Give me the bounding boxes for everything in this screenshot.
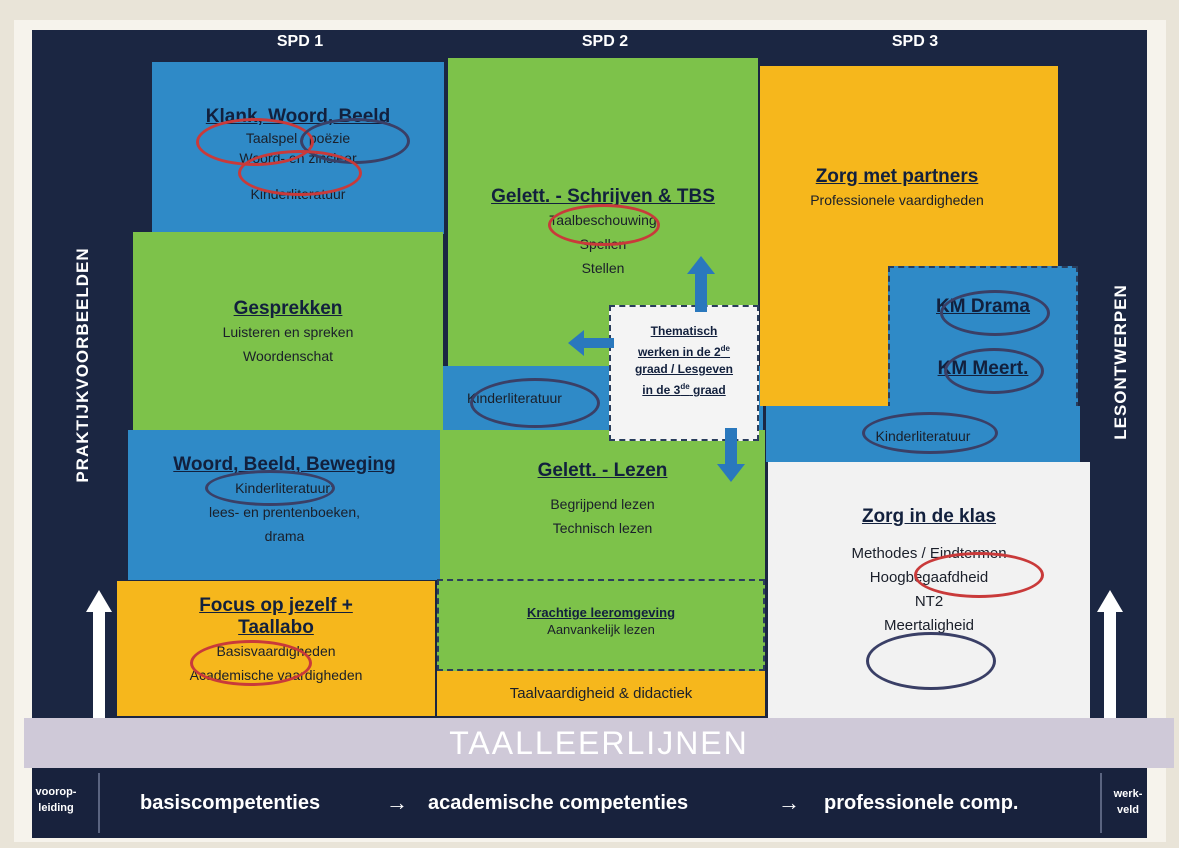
block-line: Meertaligheid	[883, 617, 975, 634]
marker-circle-red	[548, 204, 660, 246]
bottom-divider	[98, 773, 100, 833]
header-spd1: SPD 1	[276, 33, 324, 50]
note-line: Thematisch	[650, 324, 718, 338]
block-line: Luisteren en spreken	[222, 324, 354, 340]
block-line: drama	[264, 528, 305, 544]
block-taalvaardigheid: Taalvaardigheid & didactiek	[437, 671, 765, 716]
block-title: Woord, Beeld, Beweging	[173, 454, 396, 475]
note-sup: de	[720, 344, 731, 353]
bottom-text: veld	[1116, 804, 1139, 816]
block-line: Technisch lezen	[552, 520, 653, 536]
bottom-academische: academische competenties	[428, 792, 689, 814]
marker-circle-red	[190, 640, 312, 686]
note-text: werken in de 2	[637, 345, 721, 359]
block-line: Aanvankelijk lezen	[547, 622, 655, 637]
block-line: Taalvaardigheid & didactiek	[509, 685, 693, 702]
note-line: werken in de 2de	[611, 340, 757, 361]
marker-circle-navy	[470, 378, 600, 428]
note-sup: de	[680, 382, 690, 391]
bottom-werkveld: werk- veld	[1108, 786, 1148, 818]
note-text: in de 3	[642, 383, 681, 397]
note-line: graad / Lesgeven	[634, 362, 734, 376]
marker-circle-navy	[944, 348, 1044, 394]
side-label-left: PRAKTIJKVOORBEELDEN	[73, 247, 92, 483]
block-title: Zorg met partners	[815, 166, 979, 187]
note-text: graad	[693, 383, 726, 397]
block-title: Gelett. - Schrijven & TBS	[491, 186, 715, 207]
block-content: Zorg met partners Professionele vaardigh…	[760, 166, 1034, 212]
bottom-divider	[1100, 773, 1102, 833]
bottom-bar	[32, 768, 1147, 838]
block-title: Gelett. - Lezen	[537, 460, 668, 481]
header-spd2: SPD 2	[581, 33, 629, 50]
note-thematisch-werken: Thematisch werken in de 2de graad / Lesg…	[609, 305, 759, 441]
arrow-up-blue-icon	[687, 256, 715, 312]
arrow-up-right-icon	[1097, 590, 1123, 720]
bottom-text: leiding	[38, 802, 74, 814]
bottom-arrow: →	[778, 790, 800, 815]
note-line: in de 3de graad	[611, 378, 757, 399]
block-title-2: Taallabo	[238, 617, 314, 638]
side-label-right: LESONTWERPEN	[1111, 284, 1130, 440]
marker-circle-navy	[205, 470, 335, 506]
marker-circle-red	[238, 150, 362, 196]
block-title: Focus op jezelf +	[199, 595, 353, 616]
arrow-down-blue-icon	[717, 428, 745, 482]
arrow-up-left-icon	[86, 590, 112, 718]
marker-circle-red	[914, 552, 1044, 598]
bottom-text: voorop-	[35, 786, 77, 798]
band-taalleerlijnen: TAALLEERLIJNEN	[24, 718, 1174, 768]
arrow-left-blue-icon	[568, 330, 614, 356]
block-gesprekken: Gesprekken Luisteren en spreken Woordens…	[133, 232, 443, 430]
marker-circle-navy	[862, 412, 998, 454]
bottom-vooropleiding: voorop- leiding	[34, 784, 78, 816]
bottom-arrow: →	[386, 790, 408, 815]
block-line: Professionele vaardigheden	[810, 192, 984, 208]
header-spd3: SPD 3	[891, 33, 939, 50]
bottom-text: werk-	[1113, 788, 1143, 800]
block-line: lees- en prentenboeken,	[209, 504, 360, 520]
block-line: Woordenschat	[242, 348, 333, 364]
block-title: Krachtige leeromgeving	[526, 605, 676, 620]
marker-circle-navy	[940, 290, 1050, 336]
block-title: Gesprekken	[233, 298, 343, 319]
block-title: Zorg in de klas	[861, 506, 997, 527]
marker-circle-navy	[866, 632, 996, 690]
bottom-basiscompetenties: basiscompetenties	[140, 792, 321, 814]
block-lezen: Gelett. - Lezen Begrijpend lezen Technis…	[440, 430, 765, 580]
block-krachtige-leeromgeving: Krachtige leeromgeving Aanvankelijk leze…	[437, 579, 765, 671]
block-line: NT2	[914, 593, 944, 610]
bottom-professionele: professionele comp.	[824, 792, 1019, 814]
block-line: Begrijpend lezen	[550, 496, 655, 512]
block-line: Stellen	[581, 260, 625, 276]
